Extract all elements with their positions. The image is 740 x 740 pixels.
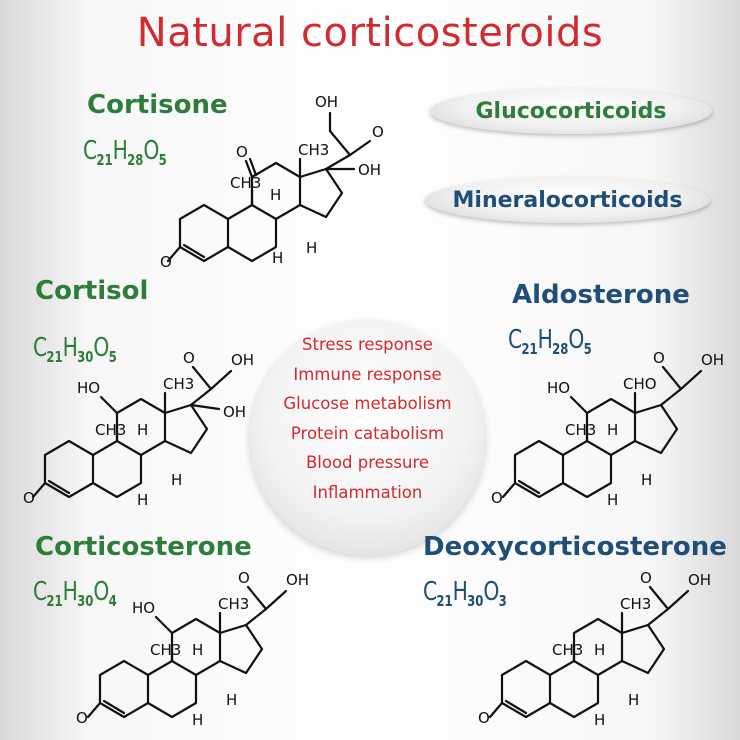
svg-text:H: H	[192, 711, 203, 729]
svg-text:OH: OH	[286, 571, 309, 589]
cortisone-structure: O O CH3 CH3 H H H O OH OH	[160, 93, 384, 271]
compound-formula-cortisone: C21H28O5	[83, 136, 167, 169]
svg-text:O: O	[183, 349, 195, 367]
svg-text:H: H	[171, 471, 182, 489]
function-item: Glucose metabolism	[283, 394, 452, 414]
svg-text:H: H	[270, 186, 281, 204]
cortisol-structure: O HO CH3 CH3 H H H O OH OH	[23, 349, 254, 509]
compound-name-cortisone: Cortisone	[87, 90, 228, 120]
svg-text:H: H	[594, 711, 605, 729]
svg-text:CH3: CH3	[552, 641, 583, 659]
svg-text:CH3: CH3	[150, 641, 181, 659]
svg-text:O: O	[236, 143, 248, 161]
svg-text:CH3: CH3	[620, 595, 651, 613]
svg-text:H: H	[226, 691, 237, 709]
svg-text:H: H	[192, 641, 203, 659]
functions-circle	[250, 320, 485, 555]
svg-text:CH3: CH3	[218, 595, 249, 613]
compound-formula-deoxycorticosterone: C21H30O3	[423, 577, 507, 610]
svg-text:O: O	[653, 349, 665, 367]
aldosterone-structure: O HO CH3 CHO H H H O OH	[491, 349, 724, 509]
svg-text:H: H	[607, 421, 618, 439]
svg-text:H: H	[607, 491, 618, 509]
svg-text:CH3: CH3	[565, 421, 596, 439]
svg-text:HO: HO	[77, 379, 100, 397]
svg-text:OH: OH	[688, 571, 711, 589]
function-item: Inflammation	[312, 482, 423, 502]
deoxycorticosterone-structure: O CH3 CH3 H H H O OH	[478, 569, 711, 729]
corticosterone-structure: O HO CH3 CH3 H H H O OH	[76, 569, 309, 729]
svg-text:O: O	[23, 489, 35, 507]
svg-text:OH: OH	[701, 351, 724, 369]
svg-text:H: H	[641, 471, 652, 489]
svg-text:CHO: CHO	[623, 375, 657, 393]
compound-formula-corticosterone: C21H30O4	[33, 577, 117, 610]
svg-text:H: H	[137, 421, 148, 439]
svg-text:O: O	[491, 489, 503, 507]
svg-text:O: O	[76, 709, 88, 727]
function-item: Immune response	[293, 364, 442, 384]
compound-name-cortisol: Cortisol	[35, 276, 149, 306]
compound-formula-cortisol: C21H30O5	[33, 333, 117, 366]
svg-text:CH3: CH3	[230, 174, 261, 192]
svg-text:O: O	[640, 569, 652, 587]
svg-text:O: O	[372, 123, 384, 141]
svg-text:OH: OH	[315, 93, 338, 111]
svg-text:H: H	[272, 249, 283, 267]
svg-text:O: O	[238, 569, 250, 587]
glucocorticoids-pill: Glucocorticoids	[430, 88, 712, 134]
mineralocorticoids-pill: Mineralocorticoids	[425, 177, 710, 223]
svg-text:OH: OH	[231, 351, 254, 369]
svg-text:CH3: CH3	[298, 141, 329, 159]
svg-text:CH3: CH3	[163, 375, 194, 393]
svg-text:H: H	[628, 691, 639, 709]
page-title: Natural corticosteroids	[136, 10, 604, 56]
functions-list: Stress response Immune response Glucose …	[250, 330, 485, 508]
compound-name-aldosterone: Aldosterone	[512, 280, 690, 310]
function-item: Protein catabolism	[290, 423, 445, 443]
compound-formula-aldosterone: C21H28O5	[508, 325, 592, 358]
svg-text:O: O	[160, 253, 172, 271]
svg-text:H: H	[137, 491, 148, 509]
svg-text:HO: HO	[547, 379, 570, 397]
svg-text:H: H	[594, 641, 605, 659]
compound-name-deoxycorticosterone: Deoxycorticosterone	[423, 532, 727, 562]
svg-text:OH: OH	[358, 161, 381, 179]
svg-text:HO: HO	[132, 599, 155, 617]
svg-text:OH: OH	[223, 403, 246, 421]
svg-text:O: O	[478, 709, 490, 727]
svg-text:CH3: CH3	[95, 421, 126, 439]
function-item: Stress response	[302, 335, 433, 354]
compound-name-corticosterone: Corticosterone	[35, 532, 252, 562]
svg-text:H: H	[306, 239, 317, 257]
function-item: Blood pressure	[305, 453, 430, 473]
